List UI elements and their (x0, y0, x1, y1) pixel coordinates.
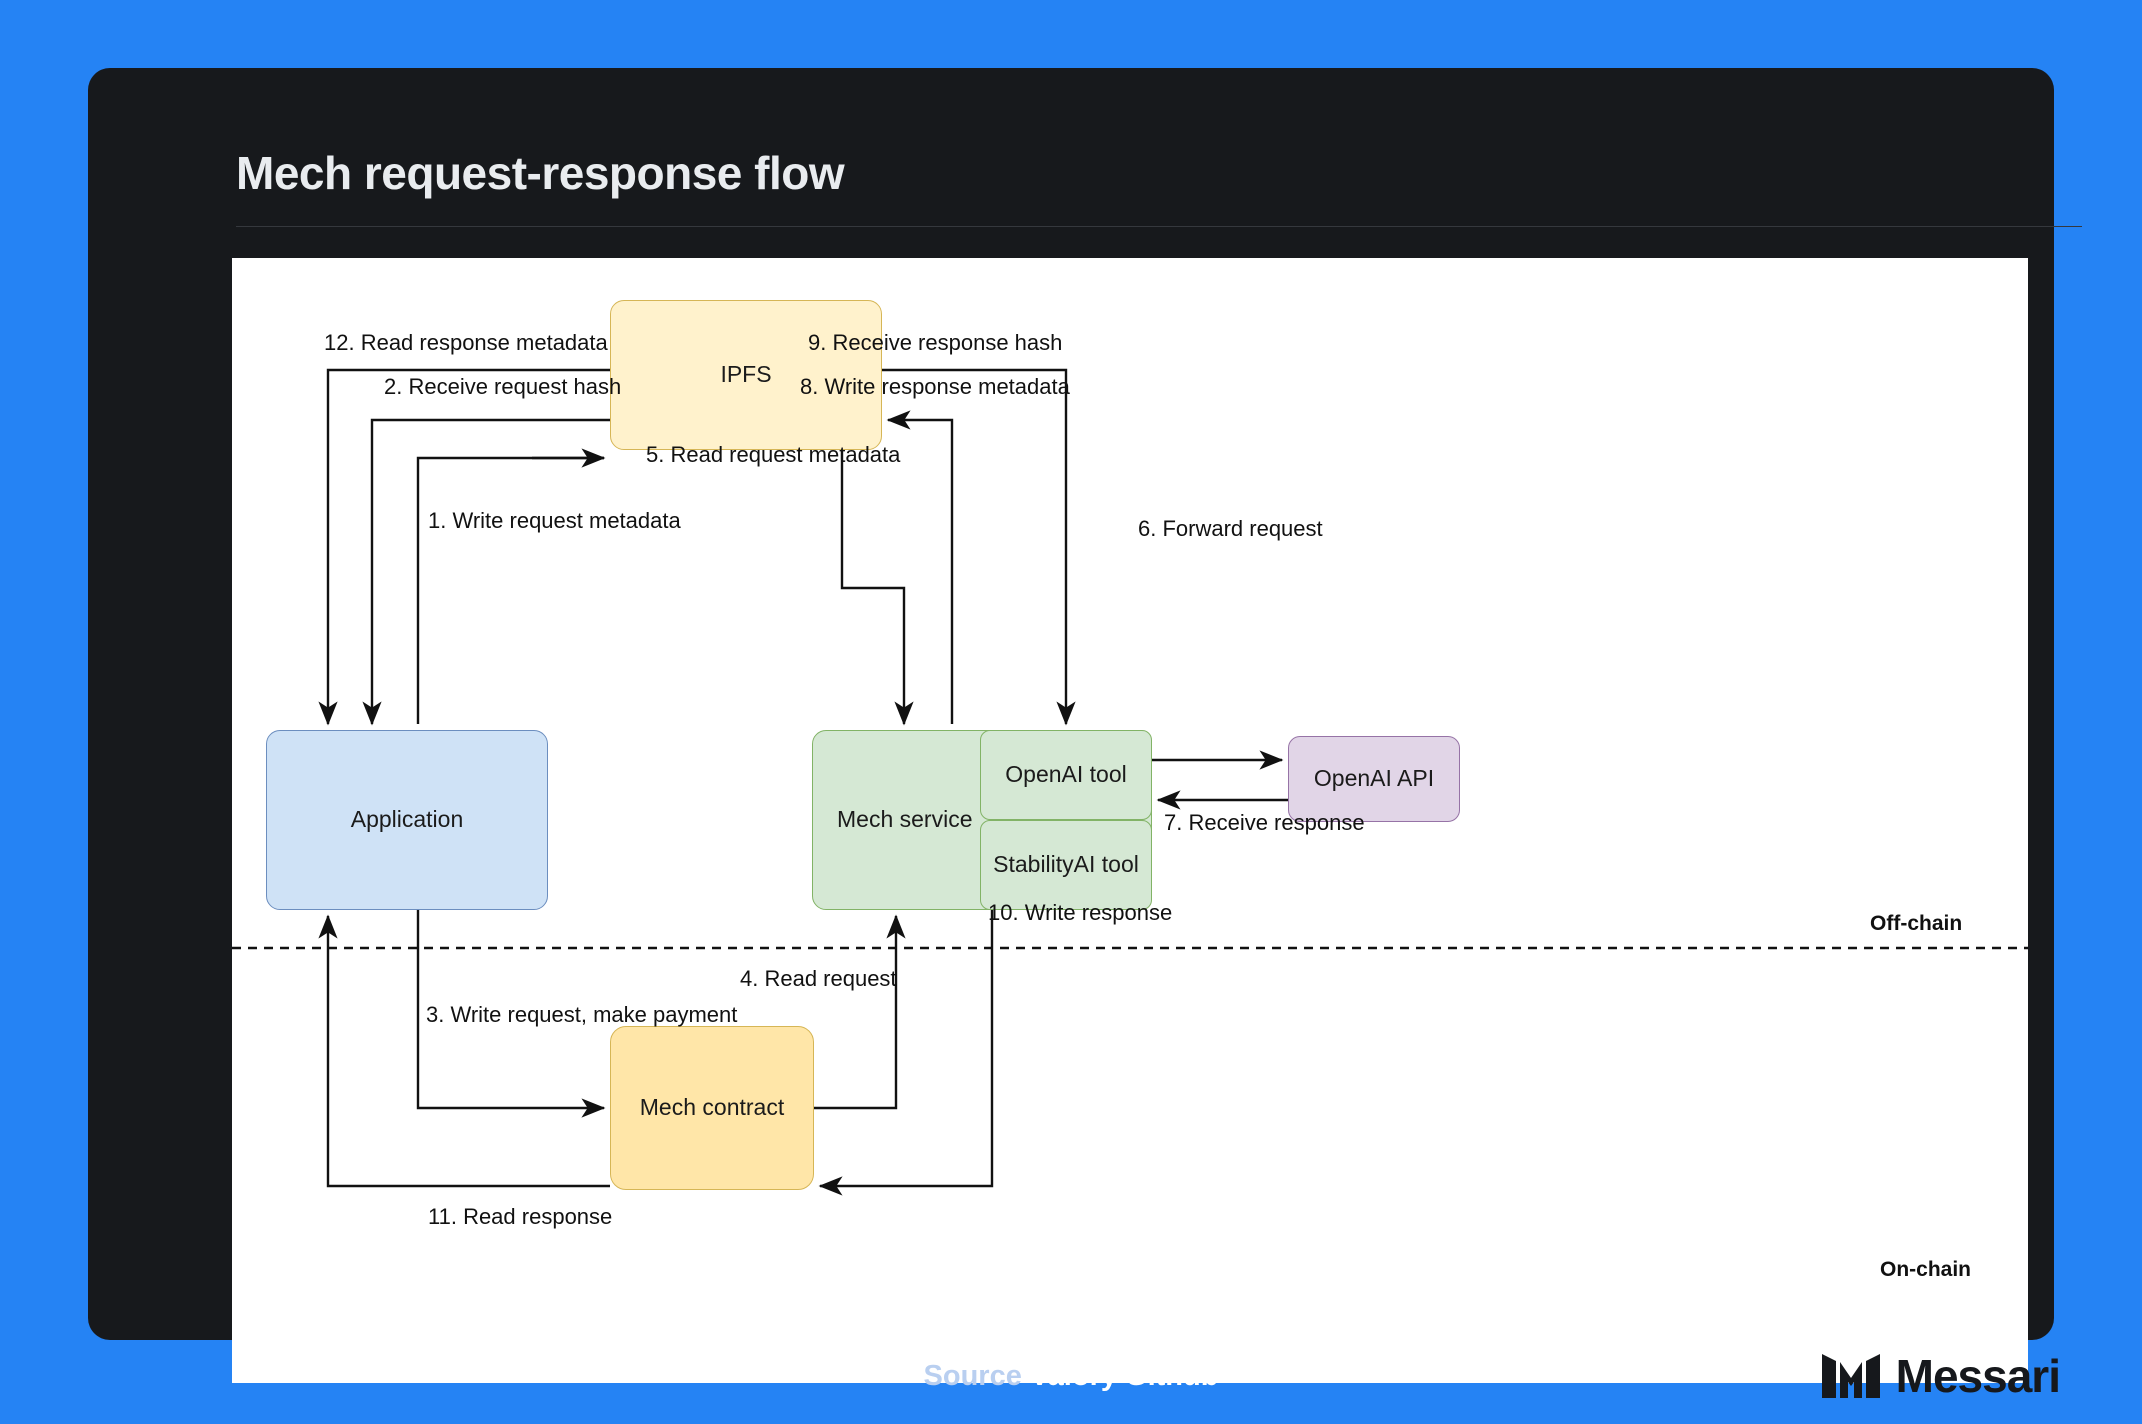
edge-2 (362, 418, 610, 726)
zone-label-onchain: On-chain (1880, 1258, 1972, 1281)
edge-label-4: 4. Read request (740, 966, 897, 991)
footer: Source Valory Github Messari (0, 1352, 2142, 1424)
edge-1 (416, 456, 604, 724)
edge-10 (818, 910, 994, 1196)
source-credit: Source Valory Github (0, 1360, 2142, 1393)
title-divider (236, 226, 2082, 227)
node-label: OpenAI tool (1005, 761, 1127, 788)
edge-label-1: 1. Write request metadata (428, 508, 681, 533)
node-label: Mech contract (639, 1094, 785, 1121)
node-label: Application (350, 806, 464, 833)
edge-label-10: 10. Write response (988, 900, 1173, 925)
edge-label-9: 9. Receive response hash (808, 330, 1063, 355)
edge-label-7: 7. Receive response (1164, 810, 1365, 835)
node-openai-api[interactable]: OpenAI API (1288, 736, 1460, 822)
node-openai-tool[interactable]: OpenAI tool (980, 730, 1152, 820)
node-label: Mech service (837, 806, 973, 833)
edge-label-12: 12. Read response metadata (324, 330, 608, 355)
edge-label-6: 6. Forward request (1138, 516, 1323, 541)
diagram-card: Mech request-response flow (88, 68, 2082, 1383)
source-prefix: Source (923, 1360, 1022, 1392)
source-name: Valory Github (1029, 1360, 1219, 1392)
edge-label-11: 11. Read response (428, 1204, 613, 1229)
edge-label-5: 5. Read request metadata (646, 442, 901, 467)
node-label: OpenAI API (1313, 765, 1435, 792)
node-ipfs[interactable]: IPFS (610, 300, 882, 450)
diagram-canvas: Application IPFS Mech service OpenAI too… (232, 258, 2028, 1383)
node-label: IPFS (720, 361, 772, 388)
messari-wordmark: Messari (1895, 1350, 2061, 1402)
edge-5 (840, 450, 914, 726)
edge-4 (814, 914, 906, 1110)
edge-label-3: 3. Write request, make payment (426, 1002, 738, 1027)
edge-label-8: 8. Write response metadata (800, 374, 1070, 399)
edge-11 (318, 914, 610, 1188)
edge-label-2: 2. Receive request hash (384, 374, 622, 399)
node-mech-contract[interactable]: Mech contract (610, 1026, 814, 1190)
zone-label-offchain: Off-chain (1870, 912, 1963, 935)
messari-logo-icon (1821, 1354, 1880, 1398)
edge-9 (882, 368, 1076, 726)
edge-12 (318, 368, 610, 726)
node-application[interactable]: Application (266, 730, 548, 910)
messari-brand: Messari (1820, 1350, 2061, 1402)
node-label: StabilityAI tool (993, 851, 1139, 878)
node-stabilityai-tool[interactable]: StabilityAI tool (980, 820, 1152, 910)
page-title: Mech request-response flow (236, 147, 845, 199)
